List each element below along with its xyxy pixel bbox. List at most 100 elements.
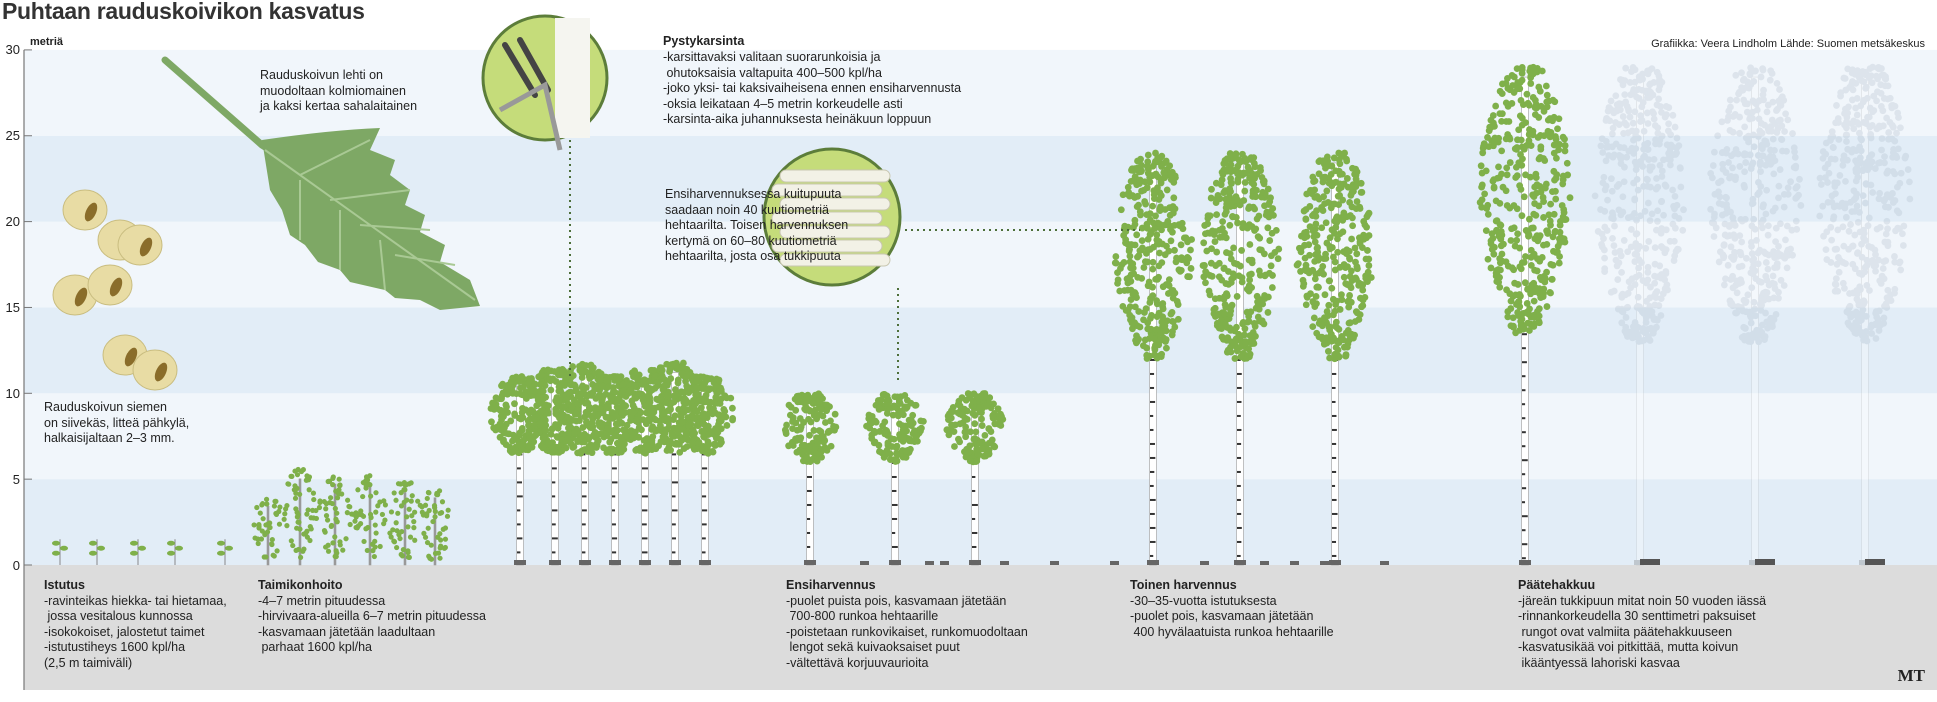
leaf-blob (1721, 231, 1729, 239)
leaf-blob (1527, 80, 1535, 87)
leaf-blob (1859, 192, 1867, 200)
leaf-blob (1333, 297, 1341, 305)
leaf-blob (1534, 237, 1542, 245)
bark-mark (672, 509, 678, 512)
bark-mark (552, 495, 556, 498)
leaf-blob (1164, 217, 1172, 225)
leaf-blob (1883, 191, 1891, 199)
leaf-blob (721, 392, 729, 400)
leaf-blob (1150, 195, 1158, 202)
leaf-blob (1538, 254, 1546, 261)
leaf-blob (1537, 143, 1545, 151)
leaf-blob (1727, 173, 1735, 181)
bark-mark (702, 467, 708, 470)
bark-mark (702, 509, 708, 512)
leaf-blob (313, 515, 320, 522)
leaf-blob (1507, 237, 1515, 244)
leaf-blob (343, 536, 349, 542)
leaf-blob (622, 432, 630, 440)
tree-base (549, 560, 561, 565)
leaf-blob (611, 388, 619, 396)
leaf-blob (540, 401, 548, 408)
leaf-blob (1511, 145, 1519, 153)
leaf-blob (1527, 290, 1535, 298)
leaf-blob (1351, 244, 1359, 252)
leaf-blob (1840, 74, 1848, 82)
leaf-blob (1819, 148, 1827, 155)
leaf-blob (1836, 172, 1844, 179)
tree-trunk (433, 497, 437, 566)
leaf-blob (1346, 198, 1354, 206)
stage-taimikonhoito: Taimikonhoito-4–7 metrin pituudessa -hir… (258, 578, 486, 656)
leaf-blob (1645, 238, 1653, 245)
leaf-blob (1710, 233, 1718, 240)
leaf-blob (1560, 235, 1568, 243)
leaf-blob (1869, 256, 1877, 264)
pruning-annotation: -karsittavaksi valitaan suorarunkoisia j… (663, 50, 962, 126)
bark-mark (1150, 372, 1155, 375)
leaf-blob (1145, 278, 1153, 286)
leaf-blob (1342, 351, 1350, 358)
leaf-blob (1365, 232, 1373, 239)
leaf-blob (1234, 219, 1241, 227)
leaf-blob (676, 448, 684, 456)
leaf-blob (1513, 65, 1521, 73)
leaf-blob (985, 446, 993, 454)
leaf-blob (1213, 211, 1221, 219)
height-band (24, 49, 1937, 136)
leaf-blob (827, 442, 835, 450)
leaf-blob (594, 437, 602, 445)
leaf-blob (1655, 302, 1663, 309)
bark-mark (1522, 333, 1527, 336)
leaf-blob (1167, 176, 1175, 183)
leaf-blob (293, 506, 299, 512)
leaf-blob (989, 412, 997, 419)
leaf-blob (328, 495, 334, 501)
leaf-blob (1563, 159, 1571, 167)
leaf-blob (1130, 224, 1137, 231)
leaf-blob (723, 422, 731, 429)
leaf-blob (729, 415, 737, 422)
stage-toinen-harvennus: Toinen harvennus-30–35-vuotta istutukses… (1130, 578, 1334, 640)
birch-tree (863, 391, 927, 566)
leaf-blob (1680, 206, 1687, 214)
leaf-blob (360, 493, 366, 500)
bark-mark (1332, 386, 1336, 389)
leaf-blob (1245, 317, 1253, 325)
leaf-blob (1177, 241, 1185, 249)
leaf-blob (332, 534, 338, 540)
leaf-blob (52, 540, 60, 546)
bark-mark (612, 509, 616, 512)
leaf-blob (1607, 97, 1615, 105)
leaf-blob (1897, 124, 1904, 132)
leaf-blob (1215, 273, 1223, 281)
leaf-blob (1884, 238, 1892, 246)
leaf-blob (1601, 186, 1609, 194)
stump (1260, 561, 1269, 565)
leaf-blob (273, 498, 279, 504)
leaf-blob (1741, 123, 1749, 131)
leaf-blob (1478, 169, 1486, 177)
leaf-blob (646, 394, 654, 401)
leaf-blob (1310, 299, 1318, 307)
leaf-blob (304, 473, 310, 479)
leaf-blob (962, 433, 970, 441)
leaf-blob (1150, 187, 1158, 195)
leaf-blob (981, 431, 989, 439)
leaf-blob (1222, 204, 1230, 212)
stage-title: Istutus (44, 578, 85, 592)
leaf-blob (1213, 248, 1221, 256)
leaf-blob (894, 451, 901, 459)
leaf-blob (1847, 198, 1854, 206)
leaf-blob (1743, 84, 1750, 91)
leaf-blob (337, 542, 343, 548)
leaf-blob (1655, 72, 1663, 80)
leaf-blob (700, 432, 707, 440)
leaf-blob (1146, 326, 1153, 333)
leaf-blob (1635, 264, 1643, 272)
leaf-blob (52, 550, 60, 556)
leaf-blob (715, 376, 723, 384)
leaf-blob (1879, 122, 1887, 130)
leaf-blob (578, 383, 586, 391)
leaf-blob (1331, 258, 1339, 266)
